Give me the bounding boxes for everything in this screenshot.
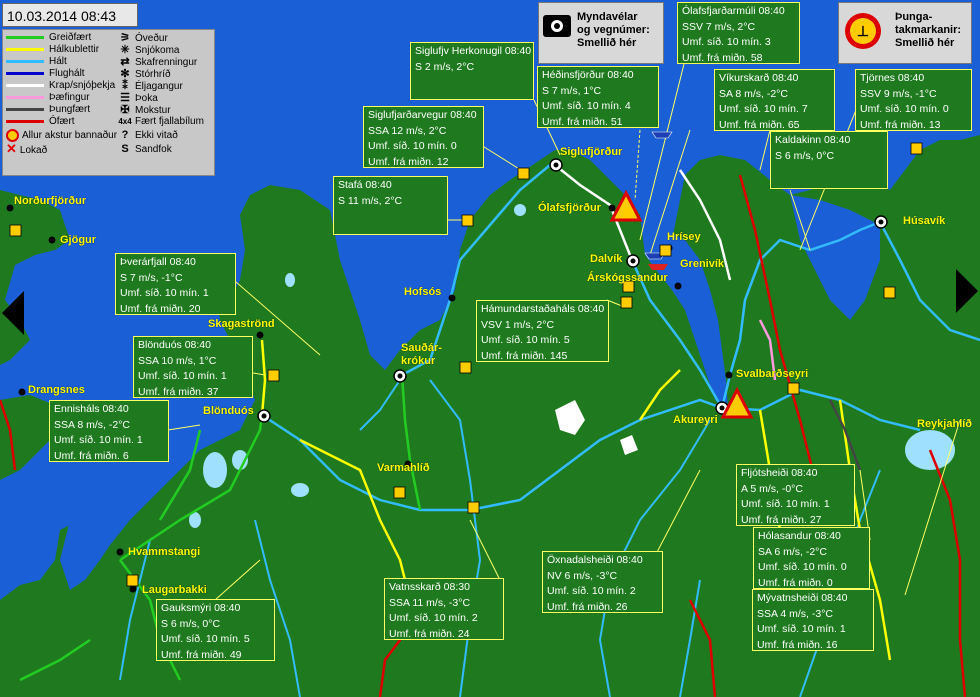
legend-item-krap: Krap/snjóþekja	[6, 80, 115, 92]
town-grenivik: Grenivík	[680, 258, 725, 270]
legend-item-halt: Hált	[6, 56, 67, 68]
snow-clearing-icon: ✠	[120, 104, 130, 116]
four-by-four-icon: 4x4	[118, 117, 132, 126]
legend-item-thungfaert: Þungfært	[6, 104, 90, 116]
no-driving-icon	[6, 129, 19, 142]
legend-item-greidfaert: Greiðfært	[6, 32, 91, 44]
weight-restriction-icon: ⊥	[845, 13, 881, 49]
legend-item-eljagangur: ⁑Éljagangur	[118, 80, 183, 92]
town-olafsfjordur: Ólafsfjörður	[538, 202, 601, 214]
weight-restriction-button[interactable]: ⊥ Þunga- takmarkanir: Smellið hér	[838, 2, 972, 64]
drifting-snow-icon: ⇄	[120, 56, 130, 68]
town-varmahlid: Varmahlíð	[377, 462, 430, 474]
town-siglufjordur: Siglufjörður	[560, 146, 623, 158]
town-drangsnes: Drangsnes	[28, 384, 85, 396]
skagafjordur-bay	[330, 210, 455, 370]
weight-button-line1: Þunga-	[895, 11, 933, 23]
town-nordurfjordur: Norðurfjörður	[14, 195, 87, 207]
town-laugarbakki: Laugarbakki	[142, 584, 207, 596]
town-saudarkrokur-2: krókur	[401, 355, 436, 367]
snowfall-icon: ✳	[120, 44, 130, 56]
town-gjogur: Gjögur	[60, 234, 97, 246]
unknown-icon: ?	[121, 129, 129, 141]
pan-left-arrow[interactable]	[2, 291, 24, 335]
legend-item-closed: ✕Lokað	[6, 141, 48, 156]
town-dalvik: Dalvík	[590, 253, 623, 265]
town-saudarkrokur-1: Sauðár-	[401, 342, 442, 354]
snow-showers-icon: ⁑	[122, 80, 128, 92]
legend-item-thaefingur: Þæfingur	[6, 92, 90, 104]
storm-icon: ⚞	[120, 32, 130, 44]
weight-button-line2: takmarkanir:	[895, 24, 962, 36]
camera-button[interactable]: Myndavélar og vegnúmer: Smellið hér	[538, 2, 664, 64]
legend-item-no-driving: Allur akstur bannaður	[6, 129, 117, 142]
legend-item-skafrenningur: ⇄Skafrenningur	[118, 56, 197, 68]
pan-right-arrow[interactable]	[956, 269, 978, 313]
town-hrisey: Hrísey	[667, 231, 701, 243]
legend-item-thoka: ☰Þoka	[118, 92, 158, 104]
blizzard-icon: ✻	[120, 68, 130, 80]
town-blonduos: Blönduós	[203, 405, 254, 417]
closed-icon: ✕	[6, 141, 17, 156]
eyjafjordur-bay	[640, 215, 728, 408]
town-skagastrond: Skagaströnd	[208, 318, 275, 330]
sandstorm-icon: S	[121, 143, 129, 155]
legend-item-flughalt: Flughált	[6, 68, 85, 80]
legend-item-halkublettir: Hálkublettir	[6, 44, 99, 56]
timestamp-box: 10.03.2014 08:43	[2, 3, 138, 27]
town-hofsos: Hofsós	[404, 286, 442, 298]
legend-item-mokstur: ✠Mokstur	[118, 104, 170, 116]
legend-item-oveour: ⚞Óveður	[118, 32, 168, 44]
camera-button-line3: Smellið hér	[577, 37, 637, 49]
weight-button-line3: Smellið hér	[895, 37, 955, 49]
town-hvammstangi: Hvammstangi	[128, 546, 201, 558]
town-reykjahlid: Reykjahlíð	[917, 418, 973, 430]
land-mass	[0, 135, 980, 697]
town-svalbardseyri: Svalbarðseyri	[736, 368, 809, 380]
town-arskogssandur: Árskógssandur	[587, 272, 668, 284]
legend-panel: Greiðfært Hálkublettir Hált Flughált Kra…	[2, 29, 215, 176]
legend-item-ofaert: Ófært	[6, 116, 75, 128]
camera-icon	[543, 15, 571, 37]
town-husavik: Húsavík	[903, 215, 946, 227]
land-west2	[0, 395, 60, 480]
town-akureyri: Akureyri	[673, 414, 718, 426]
skjalfandi-bay	[790, 195, 880, 320]
legend-item-ekki-vitad: ?Ekki vitað	[118, 129, 178, 141]
camera-button-line1: Myndavélar	[577, 11, 638, 23]
legend-item-storhrid: ✻Stórhríð	[118, 68, 170, 80]
camera-button-line2: og vegnúmer:	[577, 24, 650, 36]
legend-item-snjokoma: ✳Snjókoma	[118, 44, 179, 56]
fog-icon: ☰	[120, 92, 130, 104]
